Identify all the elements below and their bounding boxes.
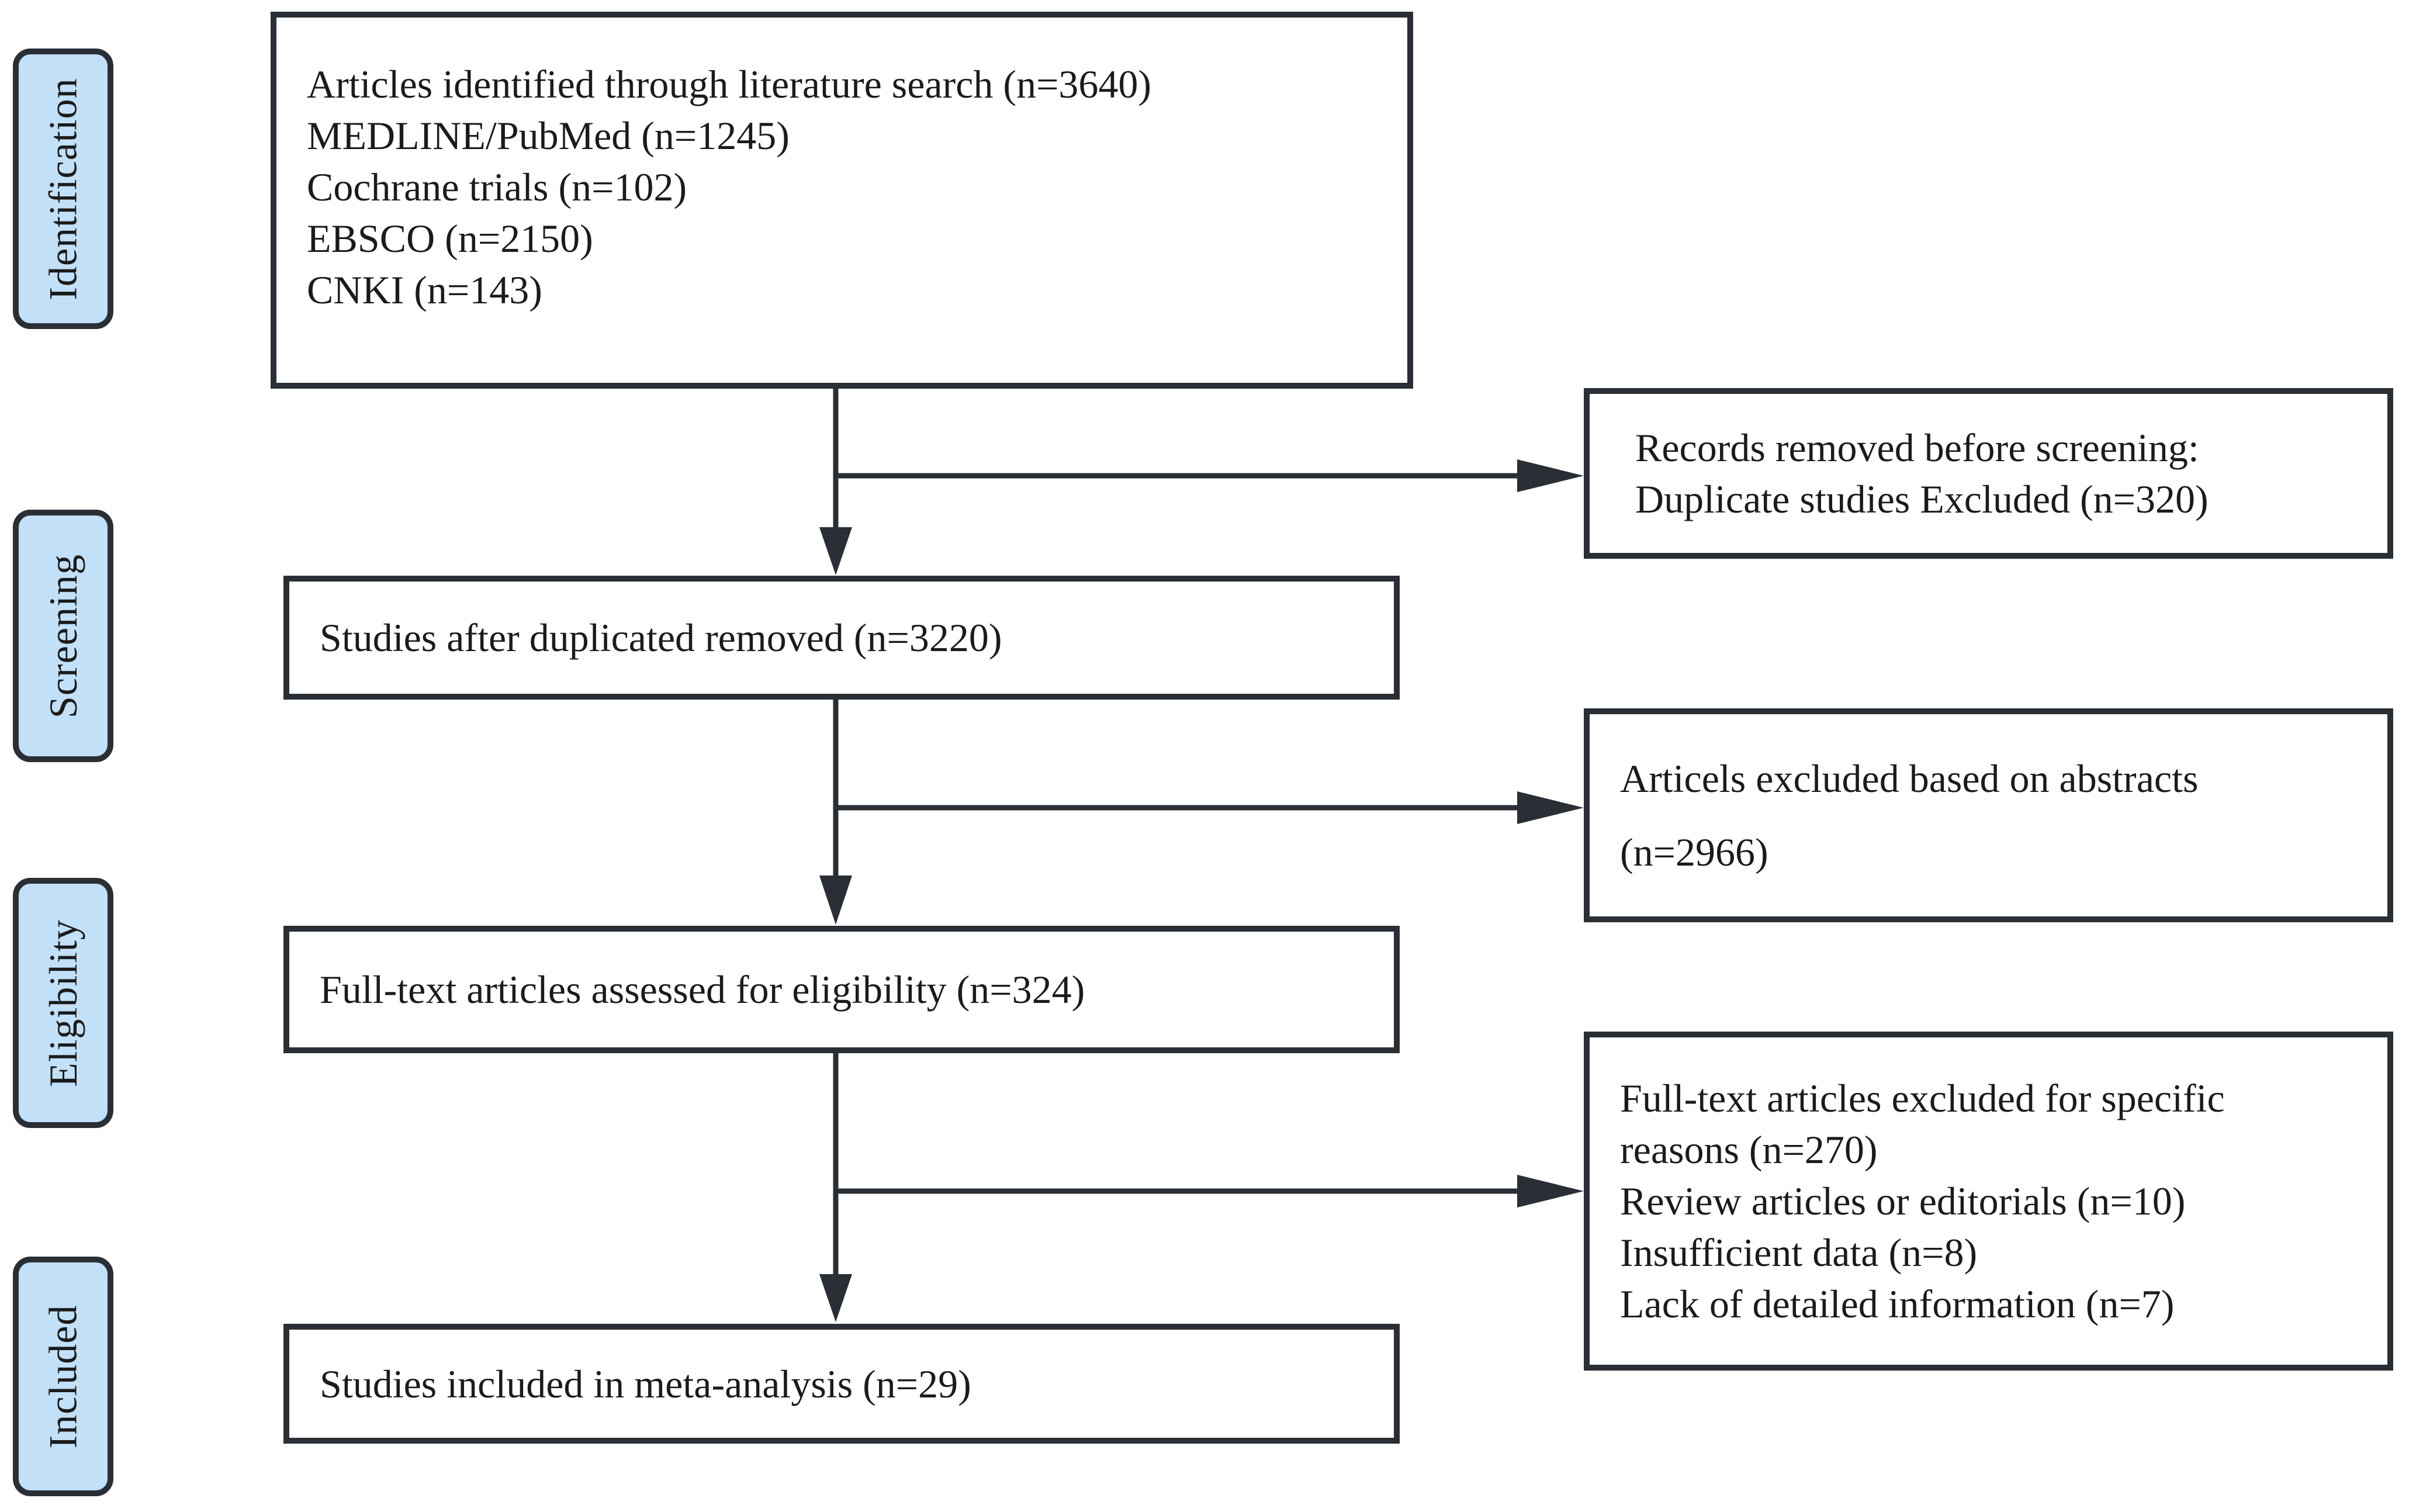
- text-line: Review articles or editorials (n=10): [1620, 1179, 2186, 1223]
- text-line: (n=2966): [1620, 830, 1768, 874]
- box-fulltext-assessed: Full-text articles assessed for eligibil…: [283, 926, 1400, 1053]
- arrowhead-right-2-icon: [1517, 791, 1584, 824]
- text-line: Articels excluded based on abstracts: [1620, 756, 2199, 801]
- stage-identification-label: Identification: [40, 77, 85, 300]
- stage-identification: Identification: [13, 49, 113, 329]
- box-after-duplicates-removed: Studies after duplicated removed (n=3220…: [283, 576, 1400, 700]
- box-records-identified: Articles identified through literature s…: [271, 12, 1413, 389]
- text-line: Cochrane trials (n=102): [307, 165, 687, 209]
- arrowhead-down-2-icon: [819, 876, 852, 925]
- box-excluded-on-abstracts: Articels excluded based on abstracts (n=…: [1584, 708, 2393, 922]
- text-line: reasons (n=270): [1620, 1127, 1878, 1172]
- text-line: Studies included in meta-analysis (n=29): [320, 1361, 971, 1406]
- text-line: Studies after duplicated removed (n=3220…: [320, 615, 1002, 660]
- stage-eligibility-label: Eligibility: [40, 919, 85, 1087]
- text-line: Articles identified through literature s…: [307, 62, 1152, 106]
- stage-screening: Screening: [13, 510, 113, 762]
- text-line: Duplicate studies Excluded (n=320): [1635, 477, 2209, 521]
- stage-eligibility: Eligibility: [13, 878, 113, 1128]
- box-removed-before-screening: Records removed before screening: Duplic…: [1584, 388, 2393, 559]
- text-line: Records removed before screening:: [1635, 425, 2199, 470]
- text-line: CNKI (n=143): [307, 268, 542, 312]
- text-line: MEDLINE/PubMed (n=1245): [307, 113, 790, 158]
- arrowhead-right-3-icon: [1517, 1175, 1584, 1207]
- box-fulltext-excluded: Full-text articles excluded for specific…: [1584, 1032, 2393, 1371]
- arrowhead-right-1-icon: [1517, 459, 1584, 492]
- arrowhead-down-1-icon: [819, 527, 852, 575]
- box-included-in-meta-analysis: Studies included in meta-analysis (n=29): [283, 1324, 1400, 1444]
- stage-included: Included: [13, 1257, 113, 1496]
- stage-included-label: Included: [40, 1305, 85, 1448]
- text-line: Full-text articles excluded for specific: [1620, 1076, 2225, 1120]
- text-line: Insufficient data (n=8): [1620, 1230, 1978, 1275]
- text-line: Lack of detailed information (n=7): [1620, 1282, 2175, 1326]
- text-line: EBSCO (n=2150): [307, 216, 593, 261]
- arrowhead-down-3-icon: [819, 1274, 852, 1322]
- text-line: Full-text articles assessed for eligibil…: [320, 967, 1085, 1012]
- stage-screening-label: Screening: [40, 553, 85, 718]
